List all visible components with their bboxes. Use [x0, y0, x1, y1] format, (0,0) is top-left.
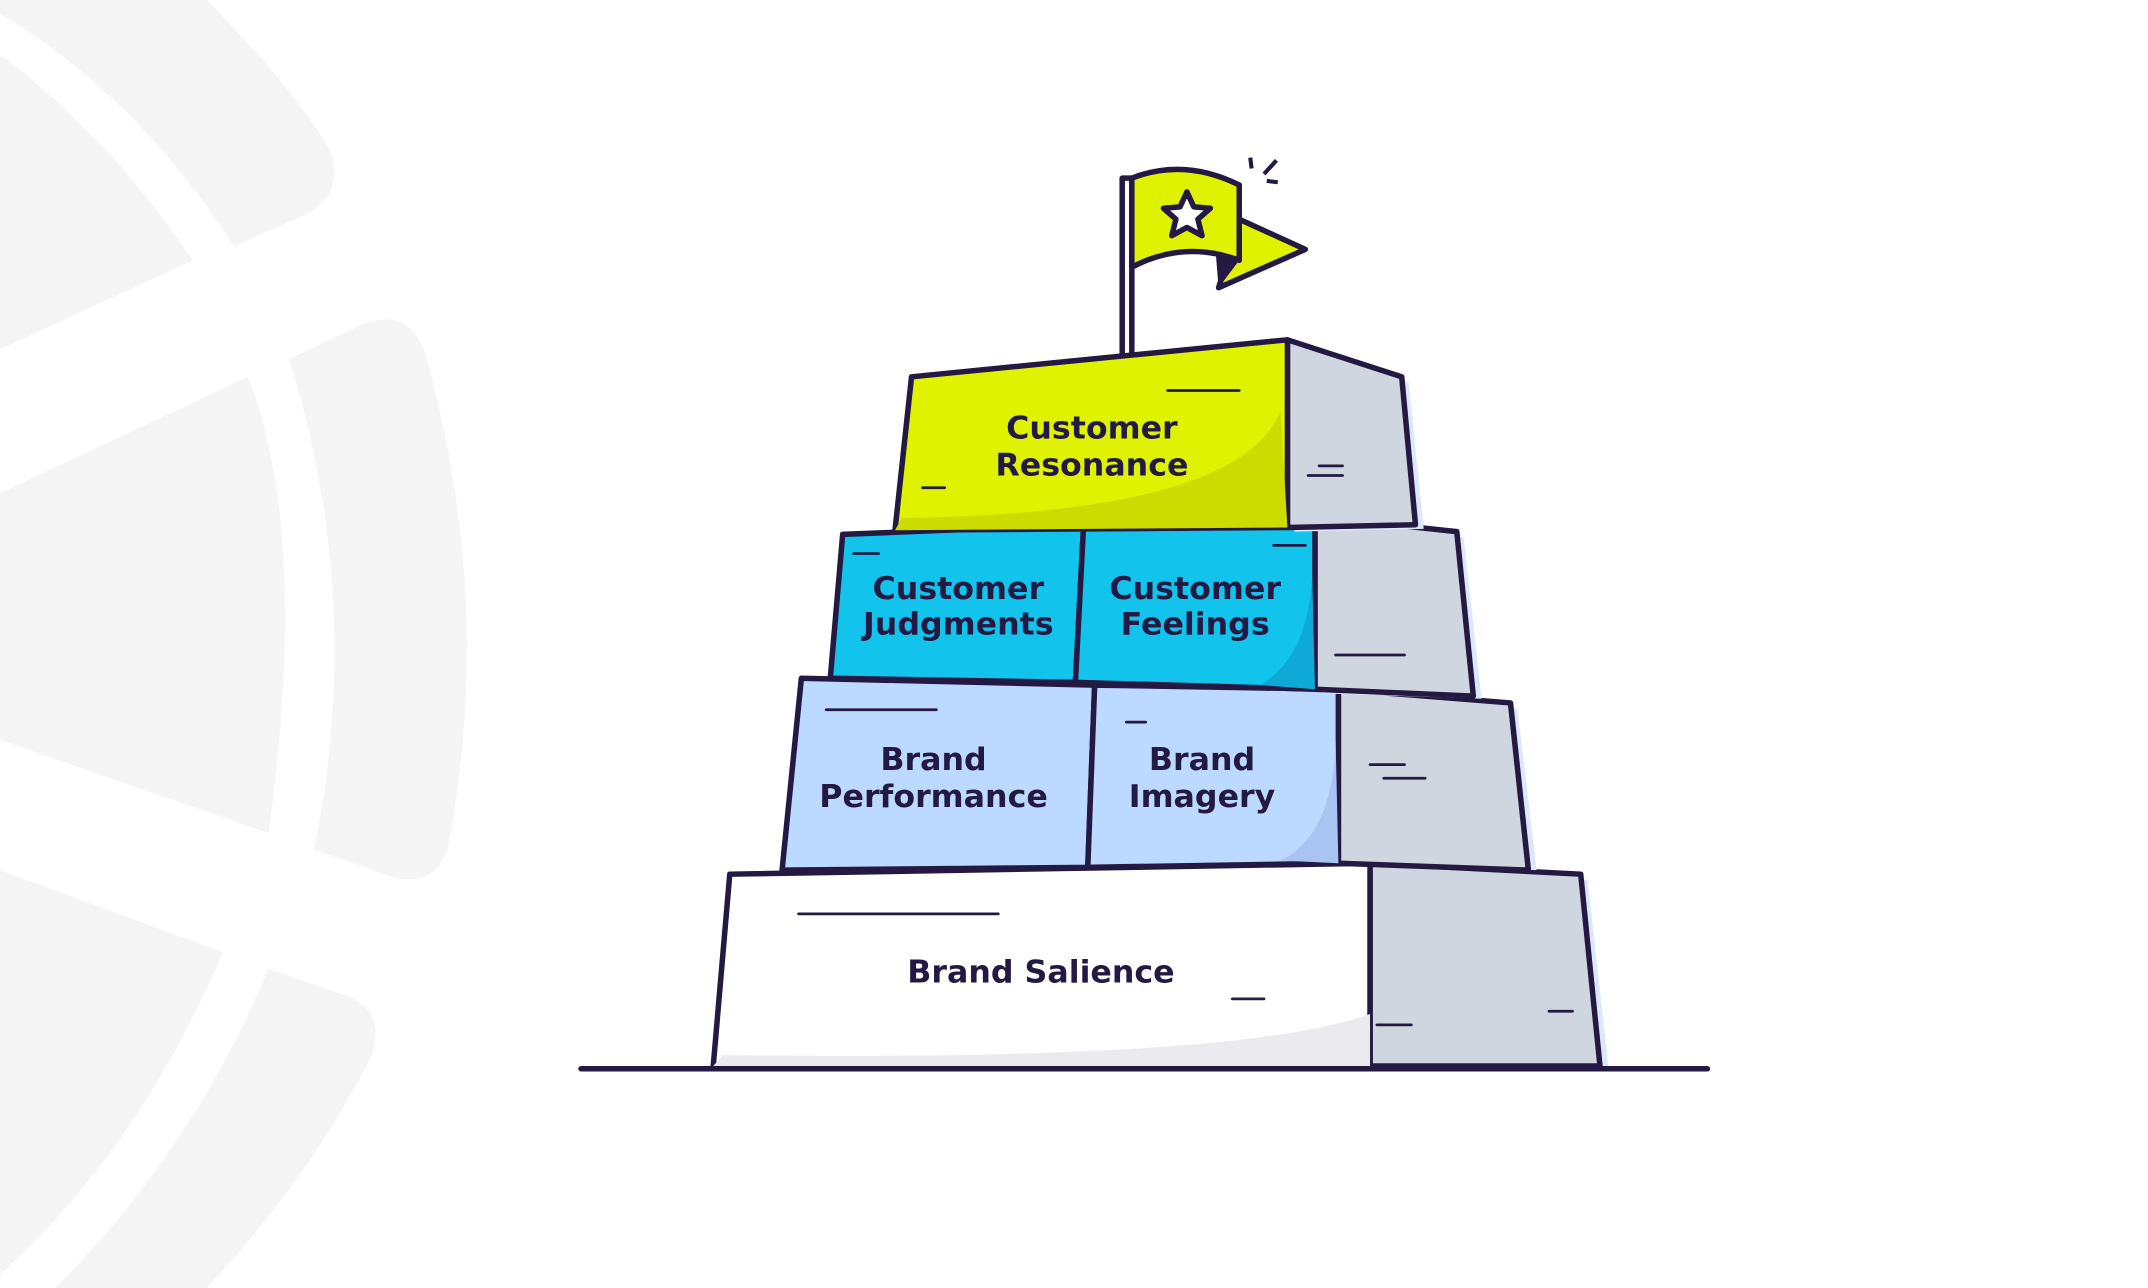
label-customer-feelings-2: Feelings [1121, 606, 1270, 642]
label-customer-resonance-2: Resonance [995, 448, 1188, 484]
label-brand-imagery-2: Imagery [1129, 779, 1276, 815]
tier-brand-performance-imagery: Brand Performance Brand Imagery [779, 675, 1537, 873]
tier-brand-salience: Brand Salience [710, 860, 1609, 1069]
tier-customer-judgments-feelings: Customer Judgments Customer Feelings [827, 513, 1482, 699]
label-customer-judgments-2: Judgments [861, 606, 1054, 642]
label-brand-salience: Brand Salience [907, 955, 1174, 991]
flag-with-star-icon [1119, 157, 1309, 359]
label-brand-performance-2: Performance [819, 779, 1048, 815]
label-brand-imagery-1: Brand [1149, 742, 1255, 778]
label-customer-judgments-1: Customer [873, 571, 1045, 607]
label-customer-feelings-1: Customer [1109, 571, 1281, 607]
tier-customer-resonance: Customer Resonance [892, 337, 1424, 534]
label-brand-performance-1: Brand [880, 742, 986, 778]
label-customer-resonance-1: Customer [1006, 411, 1178, 447]
background-decoration [0, 0, 467, 1288]
